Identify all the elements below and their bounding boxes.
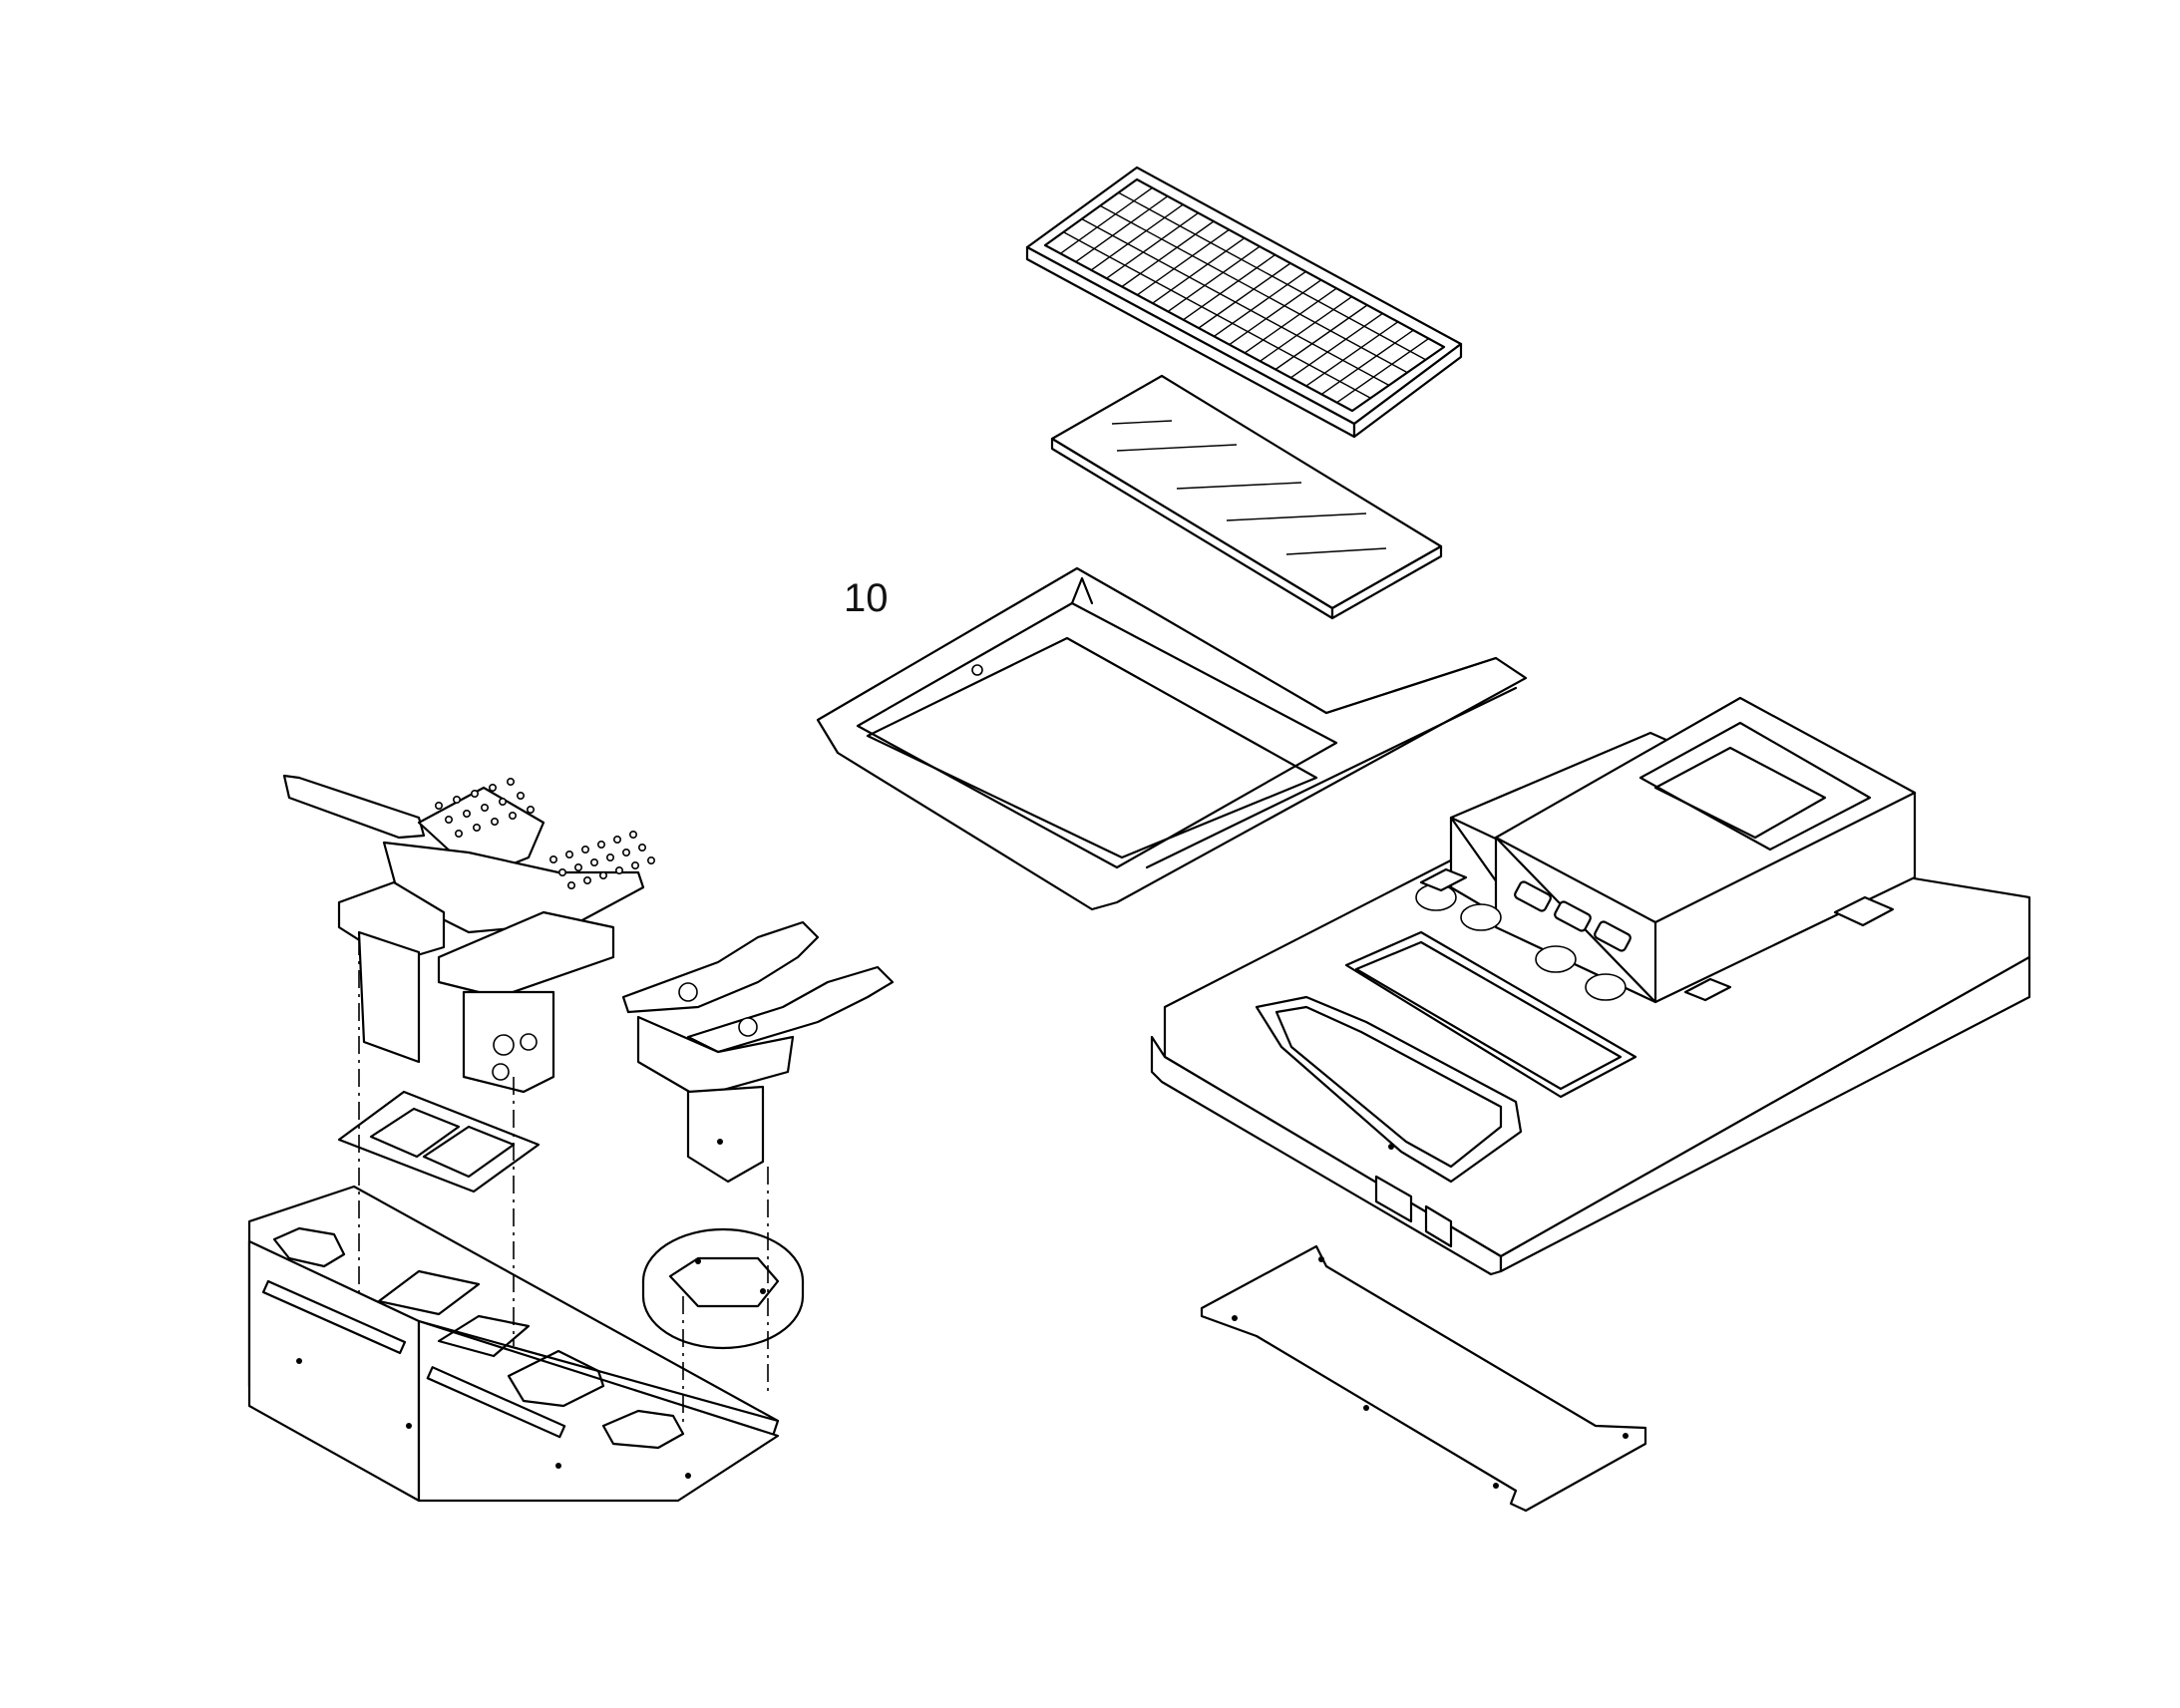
grille-mesh-line bbox=[1274, 304, 1368, 371]
pedal-base-plate-part bbox=[247, 1185, 780, 1503]
grille-mesh-line bbox=[1320, 329, 1414, 395]
grille-mesh-line bbox=[1198, 262, 1291, 329]
pedal-perforation bbox=[564, 850, 573, 858]
pedal-perforation bbox=[557, 867, 566, 876]
grille-mesh-line bbox=[1136, 228, 1230, 296]
pedal-perforation bbox=[470, 789, 479, 798]
pedal-perforation bbox=[444, 815, 453, 824]
grille-mesh-line bbox=[1075, 195, 1169, 263]
grille-mesh-line bbox=[1090, 203, 1184, 271]
bottom-plate-part bbox=[1200, 1244, 1647, 1513]
pedal-mount-bracket-part bbox=[337, 1090, 541, 1194]
grille-mesh-line bbox=[1244, 287, 1337, 354]
grille-mesh-line bbox=[1289, 312, 1383, 379]
pedal-perforation bbox=[621, 848, 630, 856]
pedal-perforation bbox=[566, 880, 575, 889]
pedal-perforation bbox=[490, 817, 499, 826]
grille-mesh-line bbox=[1106, 212, 1200, 279]
base-housing-part bbox=[1150, 696, 2031, 1276]
pedal-perforation bbox=[454, 829, 463, 838]
round-mounting-ring-part bbox=[641, 1227, 805, 1350]
pedal-perforation bbox=[637, 843, 646, 852]
pedal-perforation bbox=[452, 795, 461, 804]
pedal-perforation bbox=[612, 835, 621, 844]
tray-frame-part bbox=[816, 566, 1528, 911]
grille-mesh-line bbox=[1063, 231, 1371, 399]
pedal-perforation bbox=[508, 811, 517, 820]
grille-mesh-line bbox=[1229, 279, 1322, 346]
grille-mesh-line bbox=[1336, 338, 1430, 404]
right-pedal-assembly-part bbox=[621, 920, 895, 1184]
assembly-guide-lines bbox=[358, 937, 769, 1426]
grille-mesh-line bbox=[1183, 254, 1276, 321]
pedal-perforation bbox=[596, 840, 605, 849]
pedal-perforation bbox=[488, 783, 497, 792]
pedal-perforation bbox=[548, 854, 557, 863]
pedal-perforation bbox=[628, 830, 637, 839]
grille-mesh-line bbox=[1167, 245, 1261, 312]
grille-mesh-line bbox=[1121, 220, 1215, 288]
pedal-perforation bbox=[598, 870, 607, 879]
glass-panel-part bbox=[1050, 374, 1443, 620]
pedal-perforation bbox=[589, 857, 598, 866]
pedal-perforation bbox=[498, 797, 507, 806]
pedal-perforation bbox=[580, 845, 589, 854]
pedal-perforation bbox=[472, 823, 481, 832]
grille-mesh-line bbox=[1059, 186, 1153, 254]
pedal-perforation bbox=[646, 855, 655, 864]
grille-part bbox=[1025, 166, 1463, 439]
grille-mesh-line bbox=[1152, 237, 1246, 304]
pedal-perforation bbox=[462, 809, 471, 818]
grille-mesh-line bbox=[1118, 191, 1426, 361]
pedal-perforation bbox=[480, 803, 489, 812]
pedal-perforation bbox=[516, 791, 525, 800]
grille-mesh-line bbox=[1305, 321, 1399, 387]
grille-mesh-line bbox=[1081, 217, 1390, 387]
grille-mesh-line bbox=[1213, 270, 1306, 337]
callout-label-10: 10 bbox=[844, 576, 889, 620]
grille-mesh-line bbox=[1099, 204, 1408, 374]
pedal-perforation bbox=[526, 805, 535, 814]
pedal-perforation bbox=[605, 853, 614, 861]
grille-mesh-line bbox=[1260, 296, 1353, 362]
pedal-perforation bbox=[573, 862, 582, 871]
left-pedal-assembly-part bbox=[282, 774, 655, 1094]
pedal-perforation bbox=[582, 875, 591, 884]
pedal-perforation bbox=[630, 860, 639, 869]
pedal-perforation bbox=[434, 801, 443, 810]
pedal-perforation bbox=[614, 865, 623, 874]
pedal-perforation bbox=[506, 777, 515, 786]
